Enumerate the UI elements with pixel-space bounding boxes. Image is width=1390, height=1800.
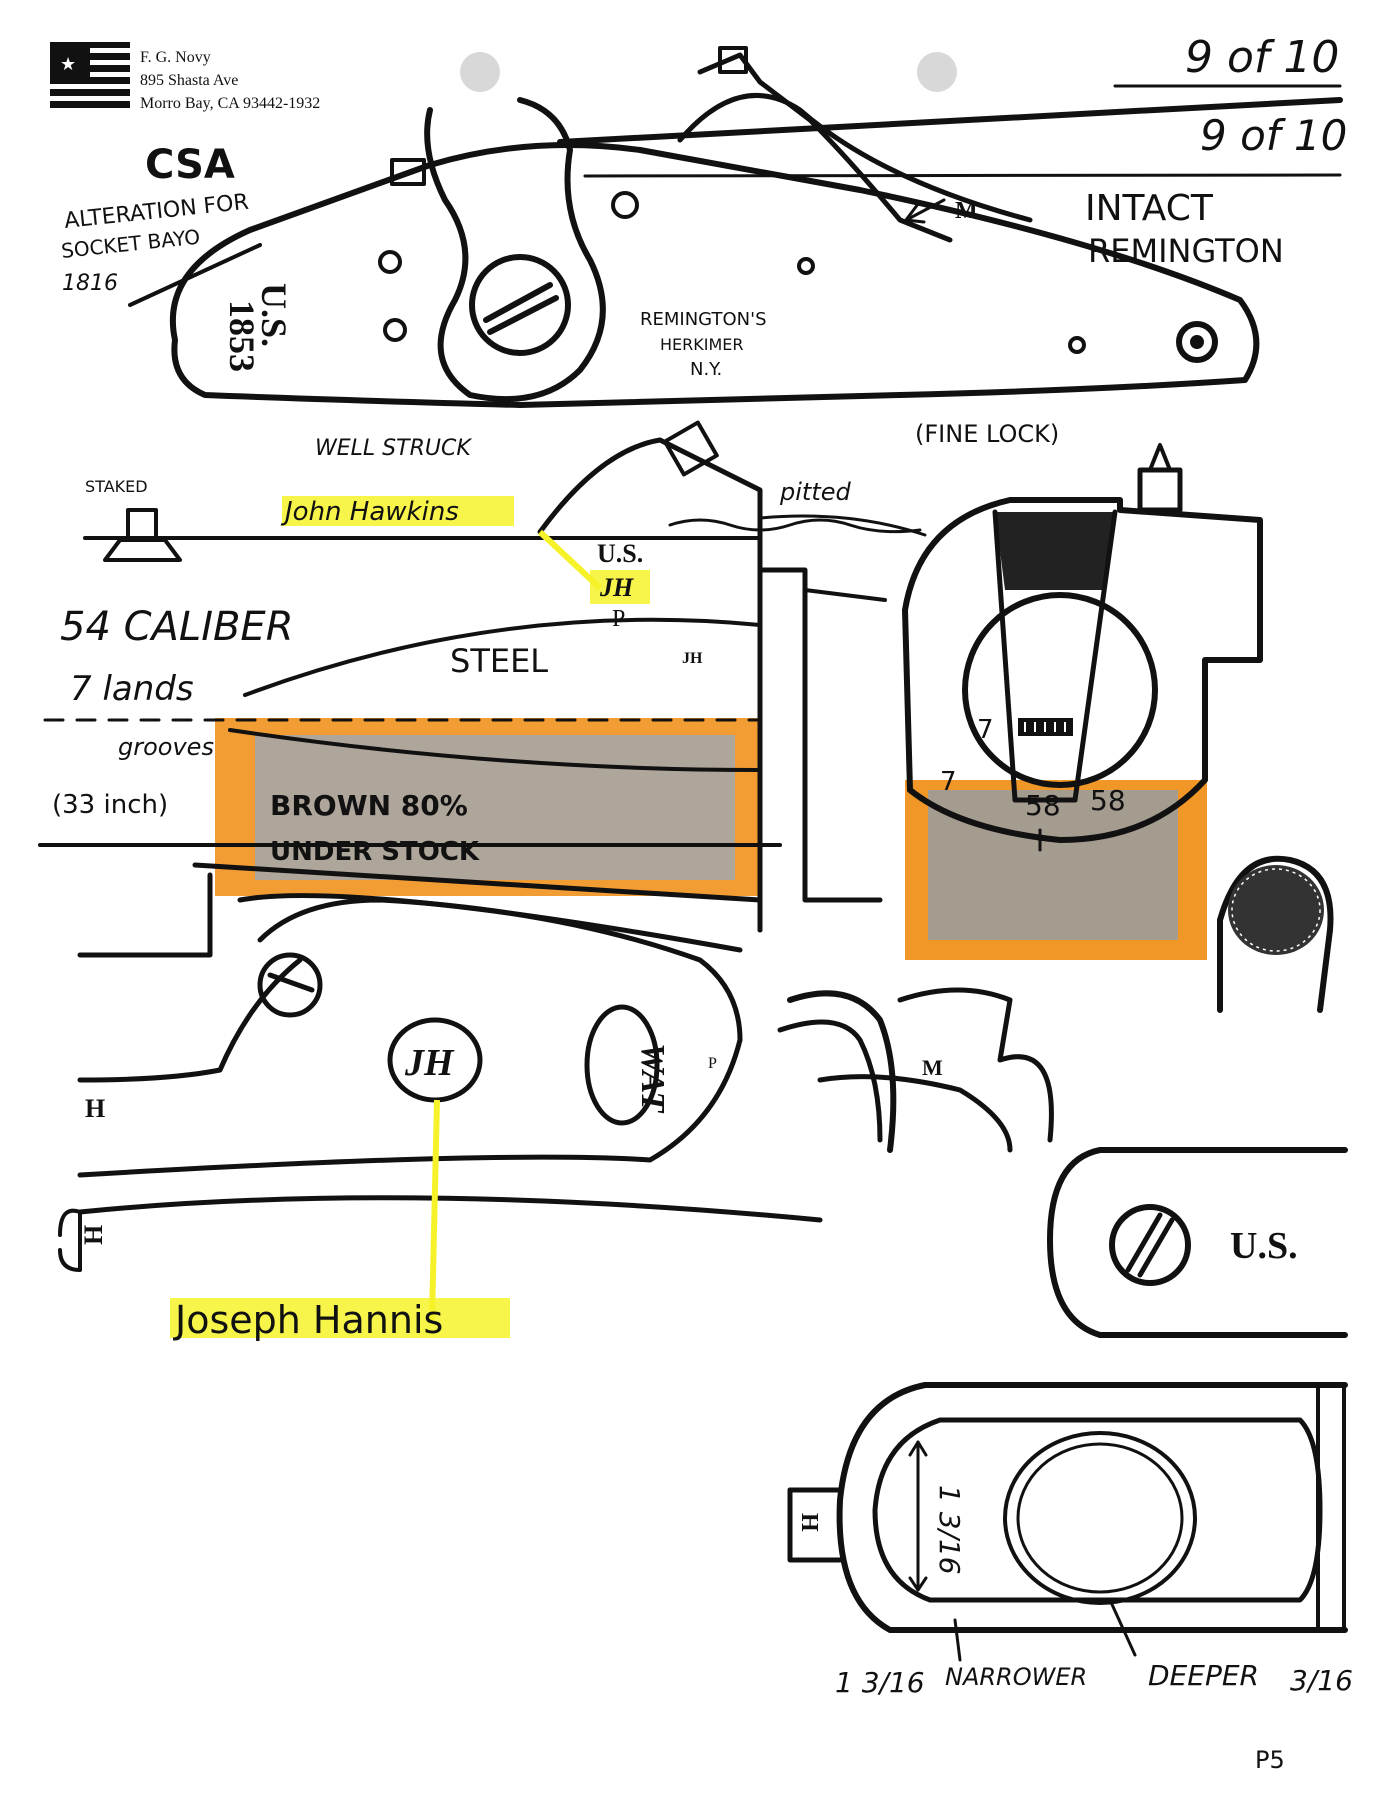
year-1853: 1853 <box>222 300 262 372</box>
csa-label: CSA <box>145 142 235 188</box>
caliber-label: 54 CALIBER <box>60 604 294 650</box>
us-mark-lock: U.S. <box>254 283 294 347</box>
address-name: F. G. Novy <box>140 49 211 66</box>
steel-label: STEEL <box>450 642 548 680</box>
breech-num-58a: 58 <box>1025 789 1061 822</box>
dim-left-label: 1 3/16 <box>835 1666 925 1699</box>
address-city: Morro Bay, CA 93442-1932 <box>140 95 320 112</box>
maker-line-3: N.Y. <box>690 359 722 380</box>
page-label-second: 9 of 10 <box>1200 111 1347 160</box>
jh-small-stamp: JH <box>682 650 703 667</box>
dim-right-label: 3/16 <box>1290 1664 1353 1697</box>
breech-end-view <box>902 443 1263 960</box>
alteration-label-3: 1816 <box>62 271 118 296</box>
breech-num-7b: 7 <box>940 767 957 797</box>
well-struck-label: WELL STRUCK <box>315 436 472 461</box>
us-plate-stamp: U.S. <box>1230 1225 1298 1267</box>
page-label-top: 9 of 10 <box>1185 32 1339 83</box>
breech-num-58b: 58 <box>1090 784 1126 817</box>
brown-percent-label: BROWN 80% <box>270 789 468 822</box>
h-mark-sideplate: H <box>85 1094 105 1123</box>
page-code: P5 <box>1255 1746 1285 1774</box>
inspector-joseph-hannis: Joseph Hannis <box>173 1298 443 1342</box>
pitted-label: pitted <box>779 478 851 506</box>
cock-head-drawing <box>1217 855 1334 1013</box>
trigger-drawing <box>777 987 1054 1153</box>
sideplate-drawing <box>58 872 823 1272</box>
p-small-sideplate: P <box>708 1055 717 1072</box>
breech-num-7a: 7 <box>977 715 994 745</box>
punch-hole-left <box>460 52 500 92</box>
alteration-label-1: ALTERATION FOR <box>63 190 250 234</box>
barrel-drawing <box>38 420 927 933</box>
staked-label: STAKED <box>85 477 148 496</box>
flag-logo: ★ <box>50 42 130 108</box>
maker-line-2: HERKIMER <box>660 335 744 354</box>
intact-label-1: INTACT <box>1085 188 1214 229</box>
fine-lock-label: (FINE LOCK) <box>915 420 1059 448</box>
buttplate-width-label: 1 3/16 <box>933 1485 966 1575</box>
punch-hole-right <box>917 52 957 92</box>
barrel-length-label: (33 inch) <box>52 790 168 820</box>
highlight-joseph-hannis <box>170 1298 510 1338</box>
buttplate-drawing <box>787 1382 1348 1662</box>
inspector-john-hawkins: John Hawkins <box>280 497 459 527</box>
h-mark-sideplate-2: H <box>79 1225 108 1245</box>
deeper-label: DEEPER <box>1148 1659 1259 1692</box>
leader-line-joseph <box>429 1099 440 1321</box>
svg-text:★: ★ <box>60 54 76 74</box>
highlight-jh-stamp <box>590 570 650 604</box>
lands-label: 7 lands <box>70 669 194 709</box>
m-mark-lock: M <box>955 198 978 224</box>
narrower-label: NARROWER <box>945 1663 1087 1691</box>
wat-cartouche: WAT <box>634 1043 671 1114</box>
h-mark-buttplate: H <box>796 1513 822 1532</box>
highlight-john-hawkins <box>282 496 514 526</box>
maker-line-1: REMINGTON'S <box>640 309 767 330</box>
intact-label-2: REMINGTON <box>1088 232 1284 270</box>
grooves-label: grooves <box>118 733 214 761</box>
jh-cartouche: JH <box>404 1042 455 1084</box>
under-stock-label: UNDER STOCK <box>270 837 480 867</box>
lock-plate <box>128 46 1343 408</box>
m-mark-trigger: M <box>922 1055 943 1080</box>
jh-stamp-barrel: JH <box>599 573 634 602</box>
p-stamp-barrel: P <box>612 606 625 632</box>
us-escutcheon-plate <box>1047 1147 1348 1338</box>
us-stamp-barrel: U.S. <box>597 539 643 568</box>
address-street: 895 Shasta Ave <box>140 72 238 89</box>
